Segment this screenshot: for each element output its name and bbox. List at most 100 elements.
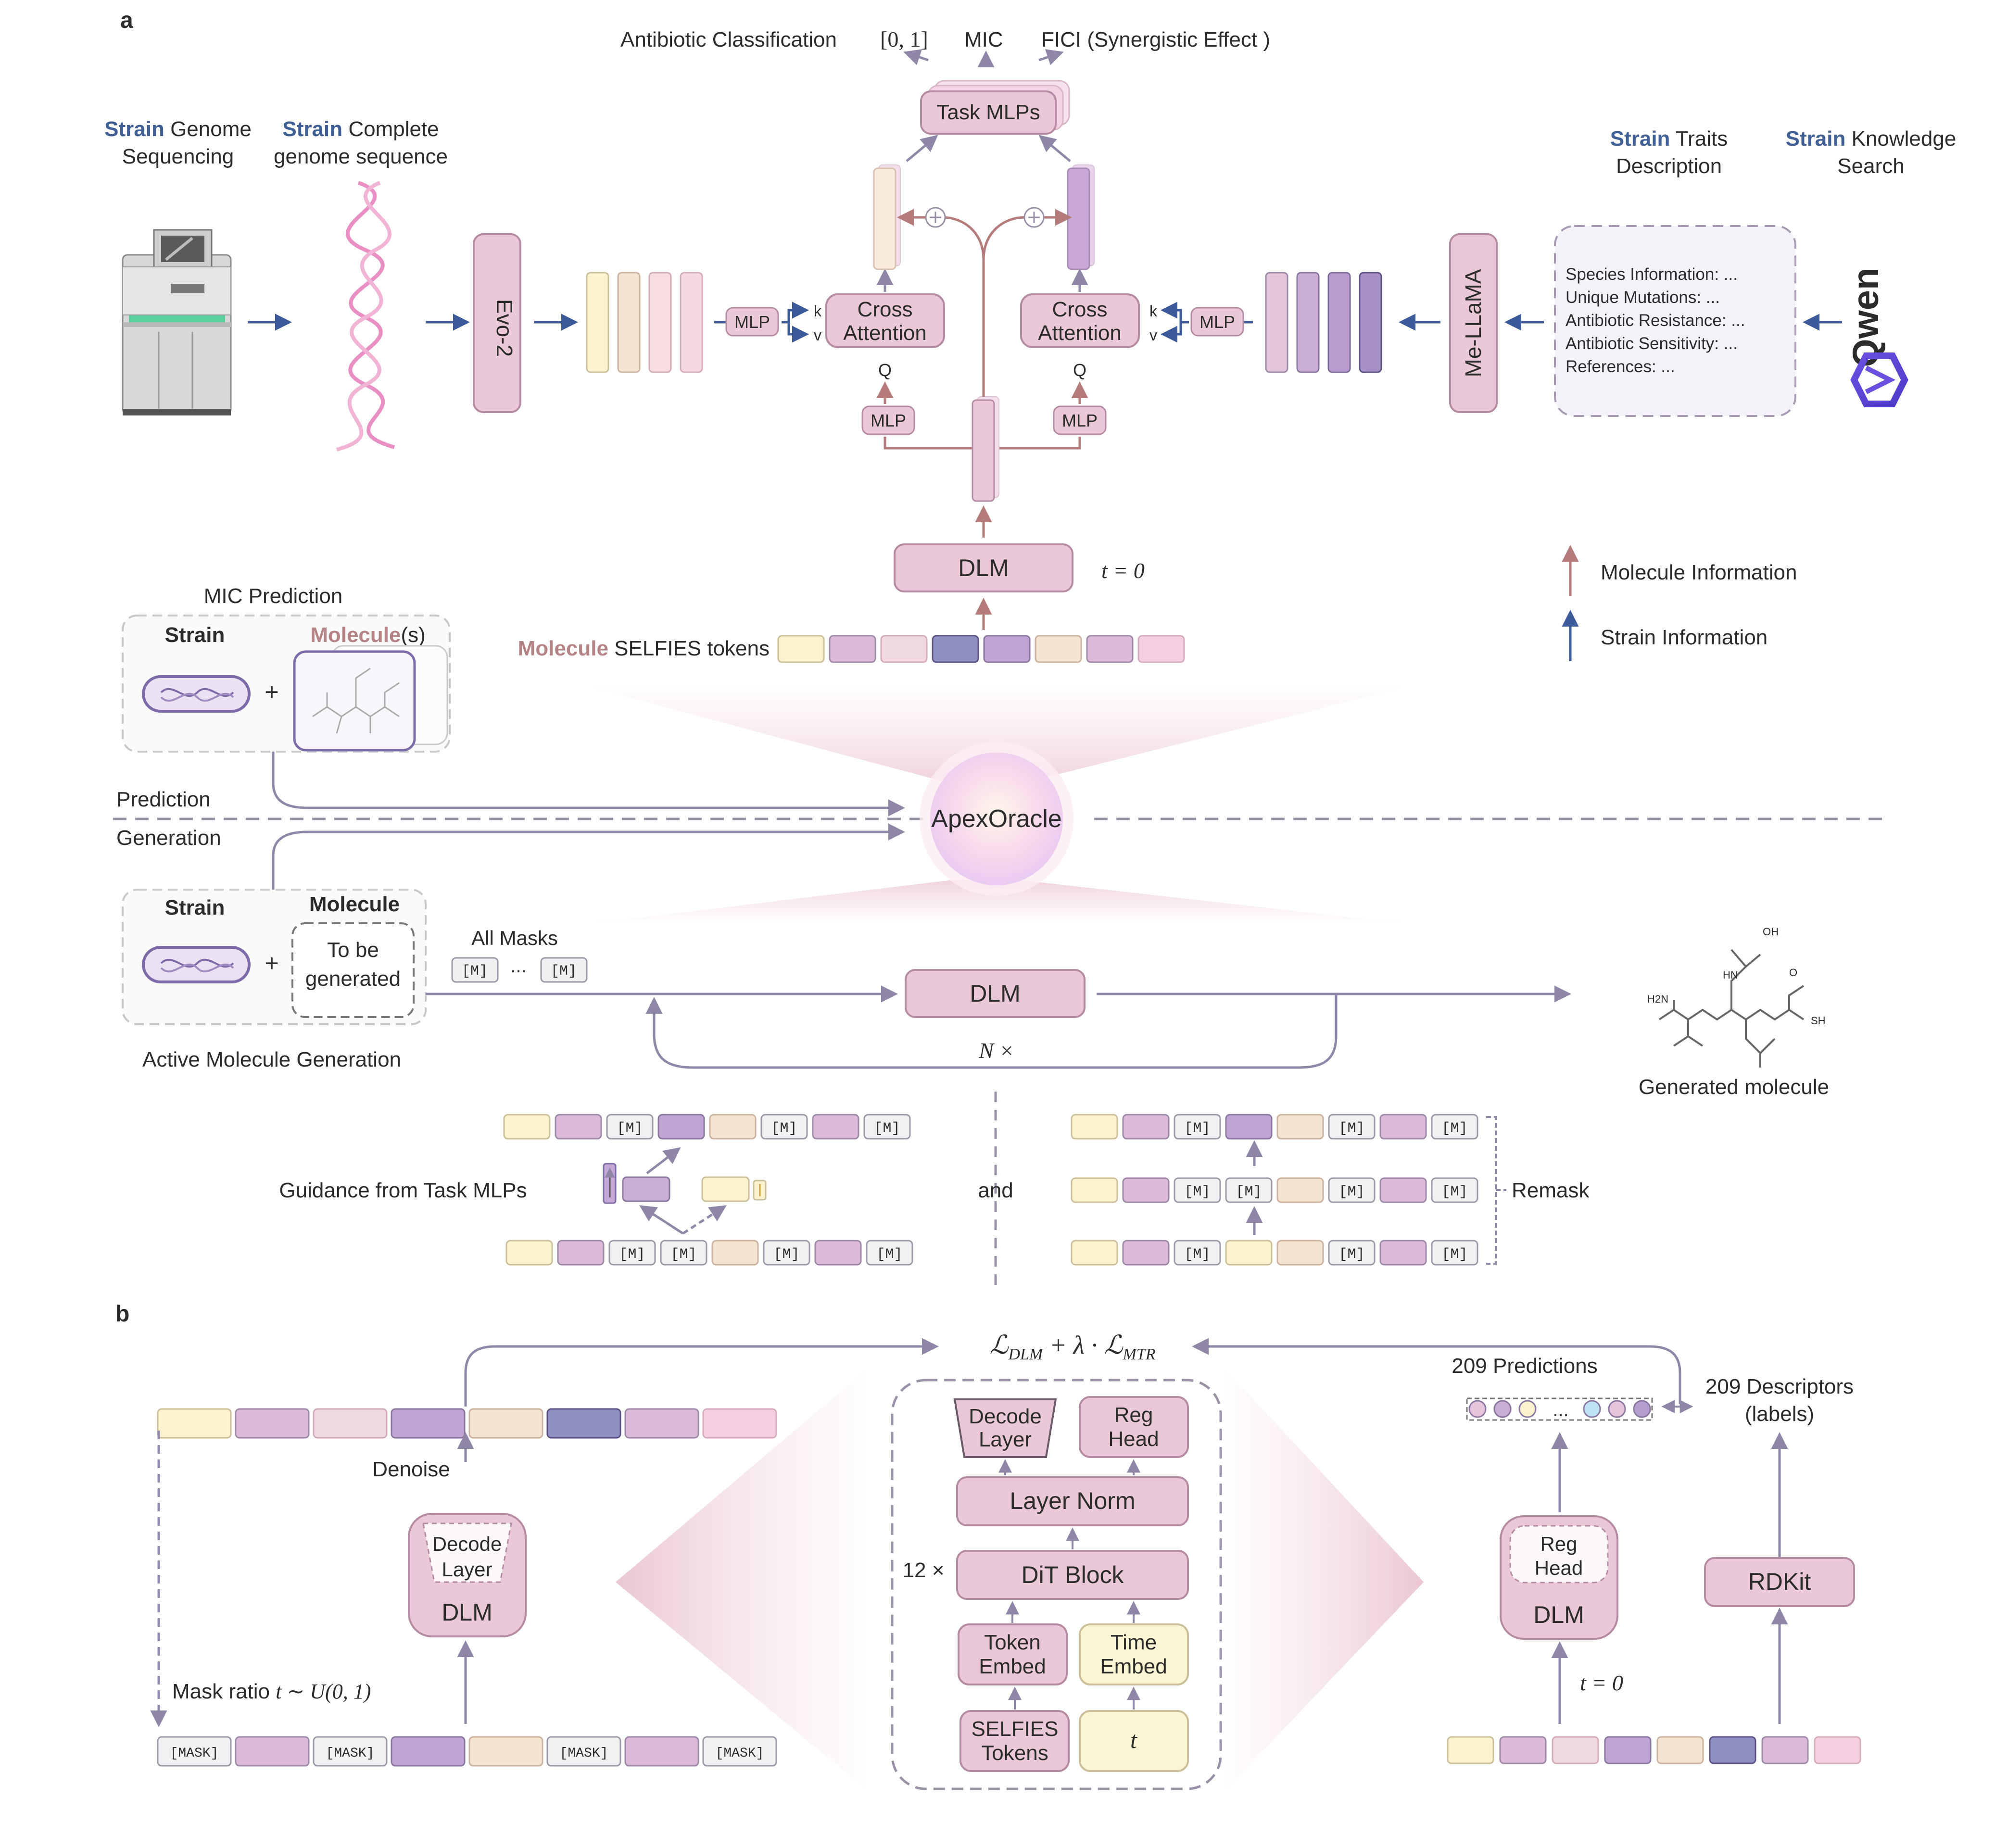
strain-llm-feature-bar: [1359, 272, 1382, 373]
cross-attention-left-l2: Attention: [843, 321, 927, 345]
selfies-token: [1276, 1177, 1324, 1203]
token-embed-l1: Token: [984, 1631, 1040, 1654]
loop-back-arrow: [645, 994, 1338, 1069]
decode-layer-head: [953, 1398, 1057, 1458]
selfies-input-l1: SELFIES: [972, 1717, 1059, 1741]
mlp-box-q-left: [861, 405, 915, 435]
decode-layer-l1: Decode: [432, 1533, 502, 1555]
arrow-prediction-to-apex: [272, 752, 905, 817]
selfies-token: [313, 1408, 388, 1439]
mlp-box-left-strain: [725, 307, 779, 337]
decode-layer-head-l1: Decode: [969, 1405, 1042, 1428]
mask-token: [763, 1240, 810, 1266]
k-label-left: k: [814, 302, 822, 320]
dit-block-label: DiT Block: [1021, 1561, 1124, 1588]
selfies-token: [505, 1240, 553, 1266]
atom-hn: HN: [1723, 969, 1738, 981]
selfies-token: [932, 635, 979, 663]
decode-layer-l2: Layer: [442, 1558, 492, 1581]
legend-strain-label: Strain Information: [1601, 626, 1768, 649]
dlm-top-label: DLM: [958, 554, 1009, 581]
selfies-token: [829, 635, 876, 663]
time-input-box: [1079, 1710, 1189, 1772]
prediction-dot: [1633, 1400, 1651, 1418]
prediction-dot: [1583, 1400, 1601, 1418]
mlp-box-q-right: [1053, 405, 1107, 435]
selfies-token: [1035, 635, 1082, 663]
selfies-token: [468, 1408, 543, 1439]
mask-token-label: [MASK]: [716, 1746, 764, 1761]
svg-text:[M]: [M]: [551, 963, 577, 980]
complete-genome-label-line2: genome sequence: [274, 145, 448, 168]
selfies-token: [1709, 1736, 1756, 1764]
mask-token-label: [MASK]: [326, 1746, 375, 1761]
mask-token: [1174, 1240, 1221, 1266]
cross-attention-right-l1: Cross: [1052, 298, 1108, 321]
selfies-token: [657, 1114, 705, 1140]
mask-token-label: [M]: [1338, 1120, 1364, 1137]
mask-token: [702, 1736, 777, 1767]
layer-norm-box: [956, 1476, 1189, 1526]
panel-label-b: b: [115, 1301, 129, 1327]
atom-sh: SH: [1811, 1015, 1826, 1027]
mask-token: [1328, 1240, 1376, 1266]
selfies-token: [157, 1408, 232, 1439]
knowledge-line: References: ...: [1566, 357, 1675, 376]
traits-description-line2: Description: [1616, 154, 1722, 178]
mask-token-label: [MASK]: [560, 1746, 608, 1761]
output-mic: MIC: [964, 28, 1003, 51]
knowledge-lines: Species Information: ...Unique Mutations…: [1566, 265, 1745, 376]
reg-head-inset-l1: Reg: [1540, 1533, 1577, 1555]
knowledge-line: Unique Mutations: ...: [1566, 288, 1720, 307]
q-label-right: Q: [1073, 360, 1086, 380]
remask-label: Remask: [1512, 1179, 1590, 1202]
descriptors-l2: (labels): [1745, 1402, 1814, 1426]
strain-feature-bar: [680, 272, 703, 373]
arrow-left-to-loss: [464, 1338, 939, 1407]
selfies-token: [555, 1114, 602, 1140]
remask-bracket: [1486, 1116, 1506, 1265]
layer-norm-label: Layer Norm: [1010, 1487, 1135, 1514]
selfies-token-row: [777, 635, 1185, 663]
mask-token: [157, 1736, 232, 1767]
guidance-token-rows: [M][M][M][M][M][M][M][M][M][M][M][M][M][…: [503, 1114, 1478, 1266]
arrow-generation-to-apex: [272, 823, 905, 890]
knowledge-line: Antibiotic Resistance: ...: [1566, 311, 1745, 330]
selfies-token: [1276, 1114, 1324, 1140]
mask-token-label: [MASK]: [170, 1746, 219, 1761]
qwen-logo-icon: Qwen: [1845, 268, 1908, 407]
selfies-token: [1499, 1736, 1547, 1764]
arrow-to-fici: [1038, 49, 1064, 65]
selfies-input-l2: Tokens: [981, 1741, 1048, 1765]
mask-token: [451, 957, 499, 983]
selfies-token: [235, 1736, 310, 1767]
selfies-token: [235, 1408, 310, 1439]
fan-right-center: [1226, 1370, 1424, 1789]
selfies-token: [1071, 1240, 1118, 1266]
fused-feature-left: [873, 167, 896, 270]
reg-head-inset-l2: Head: [1535, 1557, 1583, 1579]
selfies-token: [777, 635, 825, 663]
mlp-right-label: MLP: [1200, 312, 1235, 332]
mlp-label: MLP: [734, 312, 770, 332]
predictions-ellipsis: ...: [1553, 1399, 1568, 1421]
mask-token: [1328, 1114, 1376, 1140]
time-embed-l1: Time: [1111, 1631, 1157, 1654]
atom-o: O: [1789, 967, 1797, 979]
denoise-label: Denoise: [372, 1458, 450, 1481]
knowledge-search-label: Strain Knowledge: [1786, 127, 1957, 151]
mask-token: [1328, 1177, 1376, 1203]
selfies-token: [711, 1240, 759, 1266]
mlp-q-right-label: MLP: [1062, 411, 1098, 430]
dna-helix-icon: [336, 181, 395, 452]
mask-token: [660, 1240, 707, 1266]
bacterium-icon: [142, 675, 251, 713]
legend-molecule-label: Molecule Information: [1601, 561, 1797, 584]
plus-sign-gen: +: [265, 950, 278, 977]
rdkit-label: RDKit: [1748, 1568, 1811, 1595]
selfies-token: [709, 1114, 757, 1140]
arrow-right-to-loss: [1192, 1338, 1681, 1404]
selfies-token: [546, 1408, 621, 1439]
generated-molecule-label: Generated molecule: [1639, 1075, 1829, 1099]
svg-text:Qwen: Qwen: [1845, 268, 1886, 367]
